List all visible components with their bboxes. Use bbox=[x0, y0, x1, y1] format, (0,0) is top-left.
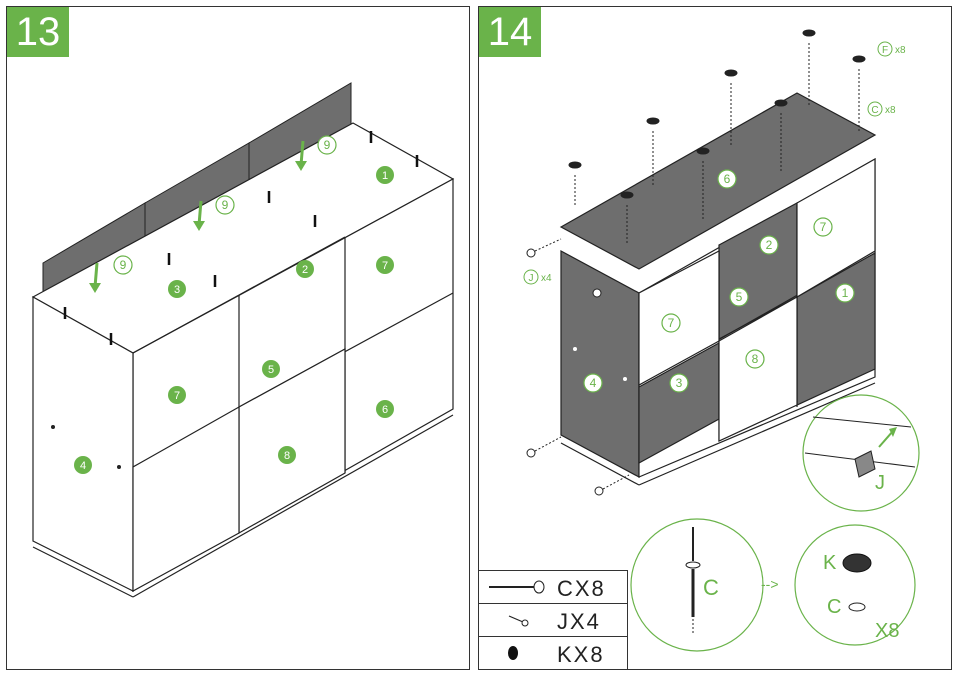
legend-row-nail: JX4 bbox=[479, 604, 627, 637]
top-screws bbox=[568, 29, 866, 243]
part-labels bbox=[74, 166, 394, 474]
cabinet-grid-14 bbox=[560, 157, 876, 486]
svg-text:2: 2 bbox=[766, 238, 773, 252]
callout-f: F x8 bbox=[877, 41, 906, 57]
insert-arrows bbox=[89, 140, 307, 293]
top-panel-label: 6 bbox=[717, 169, 737, 189]
svg-text:x8: x8 bbox=[895, 45, 906, 56]
svg-text:x4: x4 bbox=[541, 273, 552, 284]
nail-icon bbox=[508, 615, 529, 627]
screw-icon bbox=[489, 580, 545, 594]
part-label-texts-14: 2 7 5 1 7 8 3 4 bbox=[590, 220, 849, 390]
svg-text:J: J bbox=[875, 472, 885, 494]
svg-text:8: 8 bbox=[284, 450, 290, 462]
svg-text:5: 5 bbox=[268, 364, 274, 376]
cap-icon bbox=[508, 646, 518, 660]
svg-text:4: 4 bbox=[590, 376, 597, 390]
part-label-texts: 1 2 3 7 5 7 6 8 4 bbox=[80, 170, 388, 472]
detail-k-circle: K C X8 bbox=[794, 524, 916, 646]
svg-text:8: 8 bbox=[752, 352, 759, 366]
svg-text:1: 1 bbox=[842, 286, 849, 300]
svg-text:F: F bbox=[882, 45, 888, 56]
svg-text:9: 9 bbox=[222, 198, 229, 212]
svg-text:7: 7 bbox=[174, 390, 180, 402]
step-14-panel: 14 bbox=[478, 6, 952, 670]
svg-text:9: 9 bbox=[120, 258, 127, 272]
svg-text:9: 9 bbox=[324, 138, 331, 152]
svg-text:5: 5 bbox=[736, 290, 743, 304]
svg-text:C: C bbox=[871, 105, 878, 116]
svg-text:X8: X8 bbox=[875, 620, 899, 642]
part-9-labels: 9 9 9 bbox=[113, 135, 337, 275]
detail-j-circle: J bbox=[802, 394, 920, 512]
svg-text:3: 3 bbox=[174, 284, 180, 296]
svg-text:7: 7 bbox=[820, 220, 827, 234]
detail-c-circle: C bbox=[630, 518, 764, 652]
svg-text:2: 2 bbox=[302, 264, 308, 276]
svg-text:x8: x8 bbox=[885, 105, 896, 116]
cabinet-grid-lines bbox=[32, 236, 454, 598]
svg-text:1: 1 bbox=[382, 170, 388, 182]
svg-text:C: C bbox=[703, 575, 719, 600]
svg-text:C: C bbox=[827, 596, 841, 618]
step-number-badge: 13 bbox=[7, 7, 69, 57]
j-nails bbox=[526, 238, 630, 496]
svg-text:7: 7 bbox=[668, 316, 675, 330]
svg-text:3: 3 bbox=[676, 376, 683, 390]
step-13-illustration: 9 9 9 1 2 3 7 5 7 6 8 4 bbox=[31, 82, 455, 598]
detail-arrow: --> bbox=[761, 576, 779, 592]
svg-text:4: 4 bbox=[80, 460, 86, 472]
callout-j: J x4 bbox=[523, 269, 552, 285]
part-labels-14 bbox=[583, 217, 855, 393]
legend-row-cap: KX8 bbox=[479, 637, 627, 669]
step-14-illustration: F x8 C x8 J x4 6 2 bbox=[523, 29, 920, 652]
step-number-badge: 14 bbox=[479, 7, 541, 57]
hardware-legend: CX8 JX4 KX8 bbox=[479, 570, 628, 669]
dowel-pegs bbox=[63, 131, 419, 345]
svg-text:6: 6 bbox=[724, 172, 731, 186]
svg-text:K: K bbox=[823, 552, 837, 574]
svg-text:7: 7 bbox=[382, 260, 388, 272]
svg-text:6: 6 bbox=[382, 404, 388, 416]
step-13-panel: 13 bbox=[6, 6, 470, 670]
svg-text:J: J bbox=[529, 273, 534, 284]
callout-c: C x8 bbox=[867, 101, 896, 117]
legend-row-screw: CX8 bbox=[479, 571, 627, 604]
